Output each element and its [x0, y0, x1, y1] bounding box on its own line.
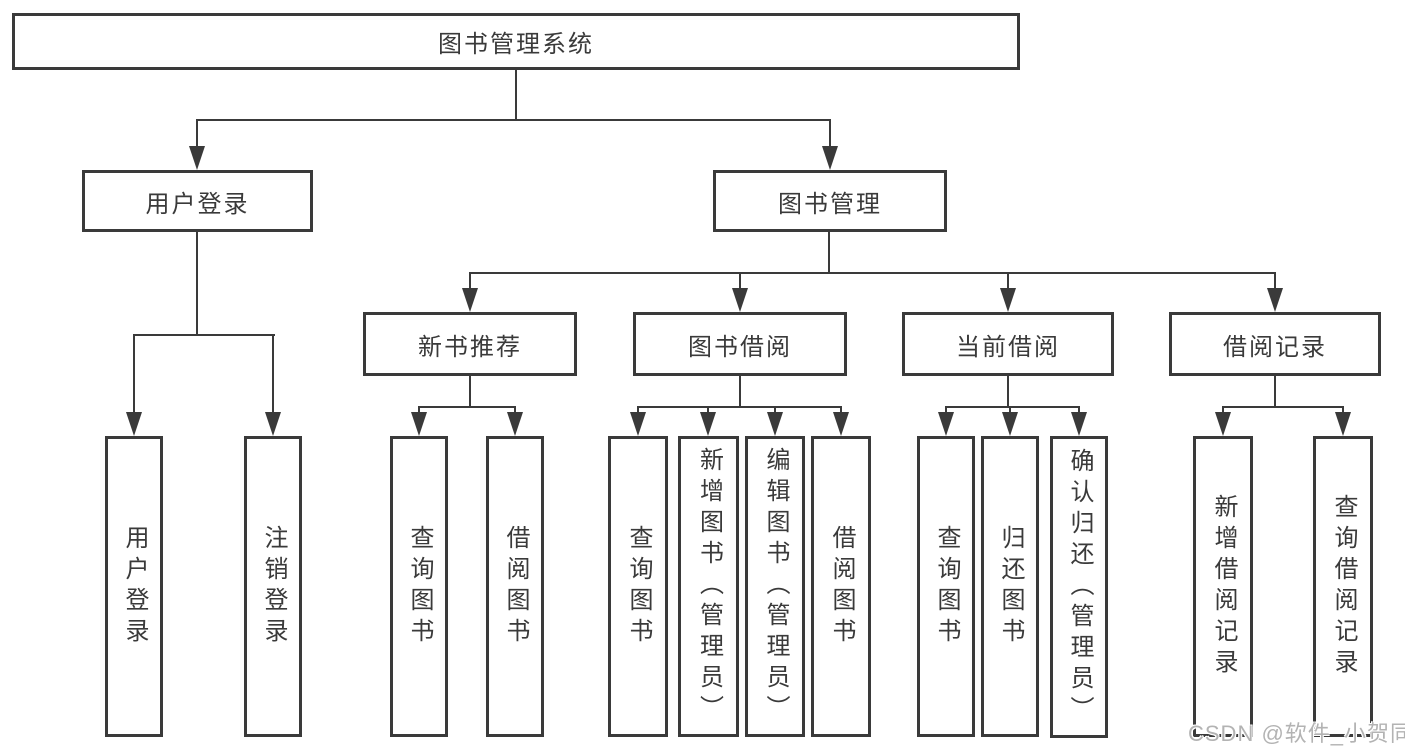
connector-g4-drop-2 [1342, 406, 1344, 416]
connector-g4-drop-1 [1222, 406, 1224, 416]
arrowhead-leaf-logout [265, 412, 281, 436]
connector-g2-drop-2 [707, 406, 709, 416]
leaf-return-books: 归还图书 [981, 436, 1039, 737]
connector-drop-leaf-logout [272, 334, 274, 414]
connector-g4-rail [1222, 406, 1344, 408]
connector-book-management-stub [828, 232, 830, 274]
arrowhead-book-borrow [732, 288, 748, 312]
leaf-edit-books-admin: 编辑图书（管理员） [745, 436, 805, 737]
connector-g3-rail [945, 406, 1080, 408]
arrowhead-leaf-login [126, 412, 142, 436]
arrowhead-g3-leaf-2 [1002, 412, 1018, 436]
node-book-management: 图书管理 [713, 170, 947, 232]
csdn-watermark: CSDN @软件_小贺同学 [1188, 721, 1405, 746]
leaf-query-borrow-record: 查询借阅记录 [1313, 436, 1373, 737]
arrowhead-g4-leaf-1 [1215, 412, 1231, 436]
arrowhead-borrow-records [1267, 288, 1283, 312]
leaf-user-login: 用户登录 [105, 436, 163, 737]
node-book-borrow: 图书借阅 [633, 312, 847, 376]
connector-root-rail [196, 119, 830, 121]
connector-g2-drop-4 [840, 406, 842, 416]
connector-g2-stub [739, 376, 741, 408]
connector-g3-drop-3 [1078, 406, 1080, 416]
connector-drop-borrow-records [1274, 272, 1276, 290]
leaf-logout: 注销登录 [244, 436, 302, 737]
leaf-add-borrow-record: 新增借阅记录 [1193, 436, 1253, 737]
leaf-query-books-current: 查询图书 [917, 436, 975, 737]
connector-g1-stub [469, 376, 471, 408]
connector-drop-user-login [196, 119, 198, 149]
leaf-query-books-recommend: 查询图书 [390, 436, 448, 737]
arrowhead-g1-leaf-1 [411, 412, 427, 436]
leaf-query-books-borrow: 查询图书 [608, 436, 668, 737]
connector-g2-drop-3 [774, 406, 776, 416]
connector-drop-new-book [469, 272, 471, 290]
leaf-add-books-admin: 新增图书（管理员） [678, 436, 739, 737]
connector-g2-rail [637, 406, 842, 408]
connector-g3-drop-2 [1009, 406, 1011, 416]
connector-book-management-rail [469, 272, 1276, 274]
arrowhead-current-borrow [1000, 288, 1016, 312]
connector-g2-drop-1 [637, 406, 639, 416]
leaf-borrow-books: 借阅图书 [811, 436, 871, 737]
leaf-borrow-books-recommend: 借阅图书 [486, 436, 544, 737]
connector-drop-leaf-login [133, 334, 135, 414]
arrowhead-g3-leaf-1 [938, 412, 954, 436]
arrowhead-g2-leaf-1 [630, 412, 646, 436]
connector-g3-drop-1 [945, 406, 947, 416]
connector-drop-book-management [829, 119, 831, 149]
connector-g1-drop-1 [418, 406, 420, 416]
connector-drop-book-borrow [739, 272, 741, 290]
connector-g3-stub [1007, 376, 1009, 408]
connector-g1-rail [418, 406, 516, 408]
arrowhead-g1-leaf-2 [507, 412, 523, 436]
node-current-borrow: 当前借阅 [902, 312, 1114, 376]
connector-g4-stub [1274, 376, 1276, 408]
node-library-management-system: 图书管理系统 [12, 13, 1020, 70]
arrowhead-g4-leaf-2 [1335, 412, 1351, 436]
node-borrow-records: 借阅记录 [1169, 312, 1381, 376]
node-new-book-recommend: 新书推荐 [363, 312, 577, 376]
connector-root-stub [515, 70, 517, 120]
arrowhead-g3-leaf-3 [1071, 412, 1087, 436]
node-user-login: 用户登录 [82, 170, 313, 232]
leaf-confirm-return-admin: 确认归还（管理员） [1050, 436, 1108, 738]
arrowhead-g2-leaf-3 [767, 412, 783, 436]
arrowhead-g2-leaf-2 [700, 412, 716, 436]
arrowhead-g2-leaf-4 [833, 412, 849, 436]
arrowhead-book-management [822, 146, 838, 170]
connector-drop-current-borrow [1007, 272, 1009, 290]
arrowhead-new-book [462, 288, 478, 312]
connector-g1-drop-2 [514, 406, 516, 416]
arrowhead-user-login [189, 146, 205, 170]
connector-user-login-rail [133, 334, 275, 336]
connector-user-login-stub [196, 232, 198, 336]
